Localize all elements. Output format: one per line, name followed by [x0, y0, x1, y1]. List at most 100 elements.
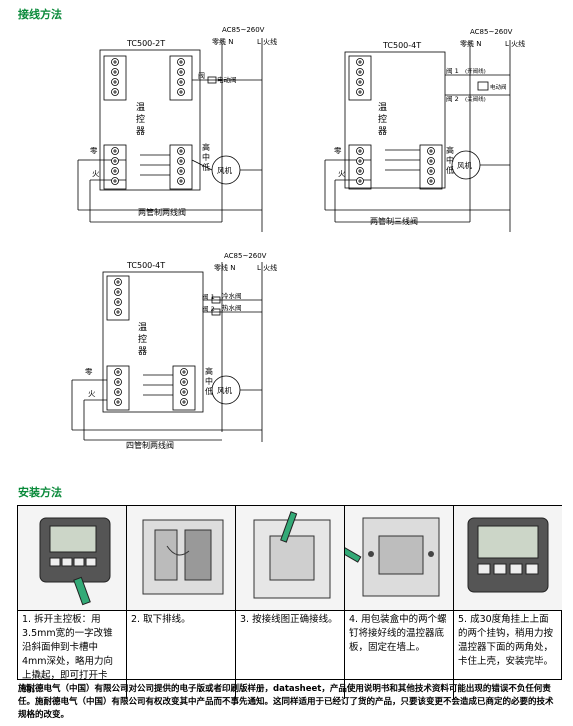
thermostat-label: 控 [136, 113, 145, 125]
screw-slot [116, 370, 120, 374]
d1-model: TC500-2T [126, 39, 165, 48]
thermostat-label: 温 [136, 102, 145, 113]
zero-label: 零 [90, 146, 98, 155]
thermostat-label: 控 [378, 113, 387, 125]
fire-label: 火 [88, 389, 96, 398]
thermostat-label: 温 [138, 322, 147, 333]
speed-label: 低 [205, 386, 213, 396]
speed-label: 低 [202, 162, 210, 172]
screw-slot [358, 169, 362, 173]
d3-live: L 火线 [257, 263, 277, 272]
d1-live: L 火线 [257, 37, 277, 46]
screw-slot [429, 169, 433, 173]
screw-slot [358, 149, 362, 153]
d2-valve1: 阀 1 [446, 66, 459, 75]
screw-slot [182, 370, 186, 374]
speed-label: 低 [446, 165, 454, 175]
screw-slot [179, 149, 183, 153]
d3-neutral: 零线 N [214, 263, 235, 272]
step-5-photo [454, 506, 562, 611]
screw-slot [179, 70, 183, 74]
d2-neutral: 零线 N [460, 39, 481, 48]
d3-caption: 四管制两线阀 [126, 440, 174, 450]
thermostat-label: 器 [136, 126, 145, 137]
screw-slot [358, 90, 362, 94]
screw-slot [113, 169, 117, 173]
speed-label: 高 [202, 142, 210, 152]
screw-slot [116, 280, 120, 284]
screw-slot [179, 169, 183, 173]
zero-label: 零 [334, 146, 342, 155]
d2-valve-mid: 电动阀 [490, 83, 507, 91]
d3-valve1: 阀 1 [202, 292, 215, 301]
wiring-base-illustration [253, 511, 331, 599]
screw-slot [113, 149, 117, 153]
step-4-text: 4. 用包装盒中的两个螺钉将接好线的温控器底板，固定在墙上。 [349, 614, 447, 653]
step-4: 4. 用包装盒中的两个螺钉将接好线的温控器底板，固定在墙上。 [345, 506, 454, 699]
screw-slot [113, 60, 117, 64]
fan-label: 风机 [457, 160, 472, 170]
thermostat-label: 温 [378, 102, 387, 113]
fire-label: 火 [338, 169, 346, 178]
thermostat-label: 器 [378, 126, 387, 137]
wiring-heading: 接线方法 [18, 8, 62, 21]
speed-label: 高 [205, 366, 213, 376]
fan-label: 风机 [217, 385, 232, 395]
screw-slot [116, 290, 120, 294]
screw-slot [113, 179, 117, 183]
fan-label: 风机 [217, 165, 232, 175]
step-4-photo [345, 506, 453, 611]
step-2-text: 2. 取下排线。 [131, 614, 191, 625]
screw-slot [358, 179, 362, 183]
step-2-photo [127, 506, 235, 611]
diagram-3 [71, 262, 263, 442]
screw-slot [116, 300, 120, 304]
step-1: 1. 拆开主控板：用3.5mm宽的一字改锥沿斜面伸到卡槽中4mm深处，略用力向上… [18, 506, 127, 699]
thermostat-label: 控 [138, 333, 147, 345]
d2-valve2: 阀 2 [446, 94, 459, 103]
speed-label: 中 [446, 155, 454, 165]
screw-slot [116, 390, 120, 394]
screw-slot [113, 80, 117, 84]
d1-caption: 两管制两线阀 [138, 207, 186, 217]
wiring-diagrams: TC500-2T AC85~260V 零线 N L 火线 阀 电动阀 两管制两线… [71, 26, 525, 450]
screw-slot [358, 159, 362, 163]
d2-power: AC85~260V [470, 28, 513, 36]
step-1-photo [18, 506, 126, 611]
screw-slot [113, 70, 117, 74]
screw-slot [182, 390, 186, 394]
d3-model: TC500-4T [126, 261, 165, 270]
ribbon-cable-illustration [142, 519, 224, 595]
screw-slot [179, 80, 183, 84]
screw-slot [429, 159, 433, 163]
d3-valve1-label: 冷水阀 [222, 291, 242, 300]
d3-valve2: 阀 2 [202, 304, 215, 313]
d2-valve2-label: (关阀线) [465, 95, 486, 103]
step-5: 5. 成30度角挂上上面的两个挂钩，稍用力按温控器下面的两角处，卡住上壳，安装完… [454, 506, 562, 699]
screw-slot [358, 80, 362, 84]
mounting-plate-illustration [345, 517, 440, 597]
step-5-text: 5. 成30度角挂上上面的两个挂钩，稍用力按温控器下面的两角处，卡住上壳，安装完… [458, 614, 554, 667]
terminal-screws [111, 58, 435, 406]
screw-slot [358, 60, 362, 64]
diagram-2 [324, 40, 511, 232]
d2-valve1-label: (开阀线) [465, 67, 486, 75]
screw-slot [116, 380, 120, 384]
screw-slot [179, 90, 183, 94]
step-3-photo [236, 506, 344, 611]
d3-valve2-label: 热水阀 [222, 303, 242, 312]
screw-slot [429, 179, 433, 183]
thermostat-mounted-illustration [467, 517, 549, 593]
thermostat-open-illustration [39, 517, 111, 606]
fire-label: 火 [92, 169, 100, 178]
d2-caption: 两管制三线阀 [370, 216, 418, 226]
screw-slot [113, 159, 117, 163]
d1-valve: 阀 [198, 71, 205, 80]
d1-valve-label: 电动阀 [217, 75, 237, 84]
thermostat-label: 器 [138, 346, 147, 357]
footer-disclaimer: 施耐德电气（中国）有限公司对公司提供的电子版或者印刷版样册，datasheet，… [18, 684, 554, 720]
step-3-text: 3. 按接线图正确接线。 [240, 614, 338, 625]
screw-slot [179, 179, 183, 183]
d2-model: TC500-4T [382, 41, 421, 50]
screw-slot [179, 60, 183, 64]
